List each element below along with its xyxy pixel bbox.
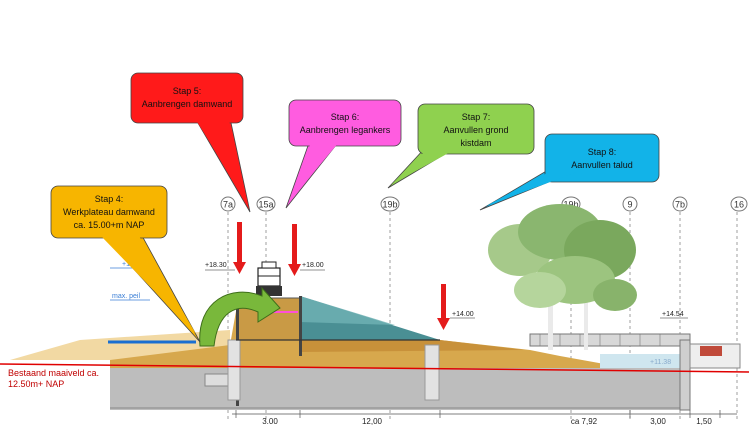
callout-stap4-line2: Werkplateau damwand: [63, 207, 155, 217]
red-down-arrows: [233, 222, 450, 330]
kistdam-slope-highlight: [300, 296, 395, 325]
callout-stap4-line3: ca. 15.00+m NAP: [74, 220, 145, 230]
level-label: +14.00: [452, 311, 474, 318]
ground-profile: [10, 296, 741, 411]
right-wall: [679, 339, 691, 411]
ground-label-line1: Bestaand maaiveld ca.: [8, 368, 99, 378]
callout-stap7-line1: Stap 7:: [462, 112, 491, 122]
water-right: [600, 354, 680, 368]
foundation-pile: [227, 339, 241, 401]
sheet-pile-right: [299, 296, 302, 356]
grid-marker-7b: 7b: [672, 196, 688, 212]
level-label: +17: [122, 261, 134, 268]
foundation-pile: [424, 344, 440, 401]
grid-label: 16: [734, 200, 744, 210]
bridge-deck: [529, 333, 691, 347]
callout-stap8-line1: Stap 8:: [588, 147, 617, 157]
callout-stap8: Stap 8: Aanvullen talud: [479, 133, 660, 211]
level-label: +18.30: [205, 262, 227, 269]
callout-stap6-line1: Stap 6:: [331, 112, 360, 122]
callout-stap7-line2: Aanvullen grond: [443, 125, 508, 135]
existing-ground-line: [0, 363, 749, 373]
callout-stap6-line2: Aanbrengen legankers: [300, 125, 391, 135]
dimension-label: ca 7,92: [571, 417, 598, 426]
level-label: +11.38: [650, 359, 671, 366]
level-labels: +18.30 +18.00 +14.00 +14.54 +11.38 +17 m…: [112, 261, 684, 366]
grid-label: 19b: [563, 200, 578, 210]
down-arrow-icon: [233, 222, 246, 274]
level-label: max. peil: [112, 293, 140, 300]
grid-marker-7a: 7a: [220, 196, 236, 212]
grid-label: 19b: [382, 200, 397, 210]
down-arrow-icon: [288, 224, 301, 276]
grid-label: 9: [627, 200, 632, 210]
grid-marker-19b-left: 19b: [380, 196, 400, 212]
callout-stap6: Stap 6: Aanbrengen legankers: [285, 99, 402, 209]
grid-label: 7a: [223, 200, 233, 210]
green-curved-arrow-icon: [199, 286, 281, 347]
dimension-label: 1,50: [696, 417, 712, 426]
callout-stap4: Stap 4: Werkplateau damwand ca. 15.00+m …: [50, 185, 201, 343]
grid-marker-9: 9: [622, 196, 638, 212]
fill-layer: [300, 340, 525, 352]
crane-icon: [256, 261, 282, 296]
dimension-label: 3.00: [262, 417, 278, 426]
callout-stap8-line2: Aanvullen talud: [571, 160, 633, 170]
down-arrow-icon: [437, 284, 450, 330]
level-label: +14.54: [662, 311, 684, 318]
subsoil-block: [110, 368, 690, 410]
ground-label-line2: 12.50m+ NAP: [8, 379, 64, 389]
tree-illustration: [488, 204, 637, 350]
grid-marker-15a: 15a: [256, 196, 276, 212]
grid-label: 15a: [258, 200, 273, 210]
grid-label: 7b: [675, 200, 685, 210]
grid-markers: 7a 15a 19b 19b 9 7b 16: [220, 196, 748, 212]
level-label: +18.00: [302, 262, 324, 269]
dimension-label: 3,00: [650, 417, 666, 426]
callout-stap7-line3: kistdam: [460, 138, 491, 148]
dimension-label: 12,00: [362, 417, 383, 426]
grid-marker-16: 16: [730, 196, 748, 212]
callout-stap5-line2: Aanbrengen damwand: [142, 99, 233, 109]
dimension-row: 3.00 12,00 ca 7,92 3,00 1,50: [232, 410, 737, 426]
callout-stap5: Stap 5: Aanbrengen damwand: [130, 72, 251, 213]
ground-level-label: Bestaand maaiveld ca. 12.50m+ NAP: [8, 368, 99, 389]
callout-stap5-line1: Stap 5:: [173, 86, 202, 96]
callout-stap4-line1: Stap 4:: [95, 194, 124, 204]
callout-stap7: Stap 7: Aanvullen grond kistdam: [387, 103, 535, 189]
